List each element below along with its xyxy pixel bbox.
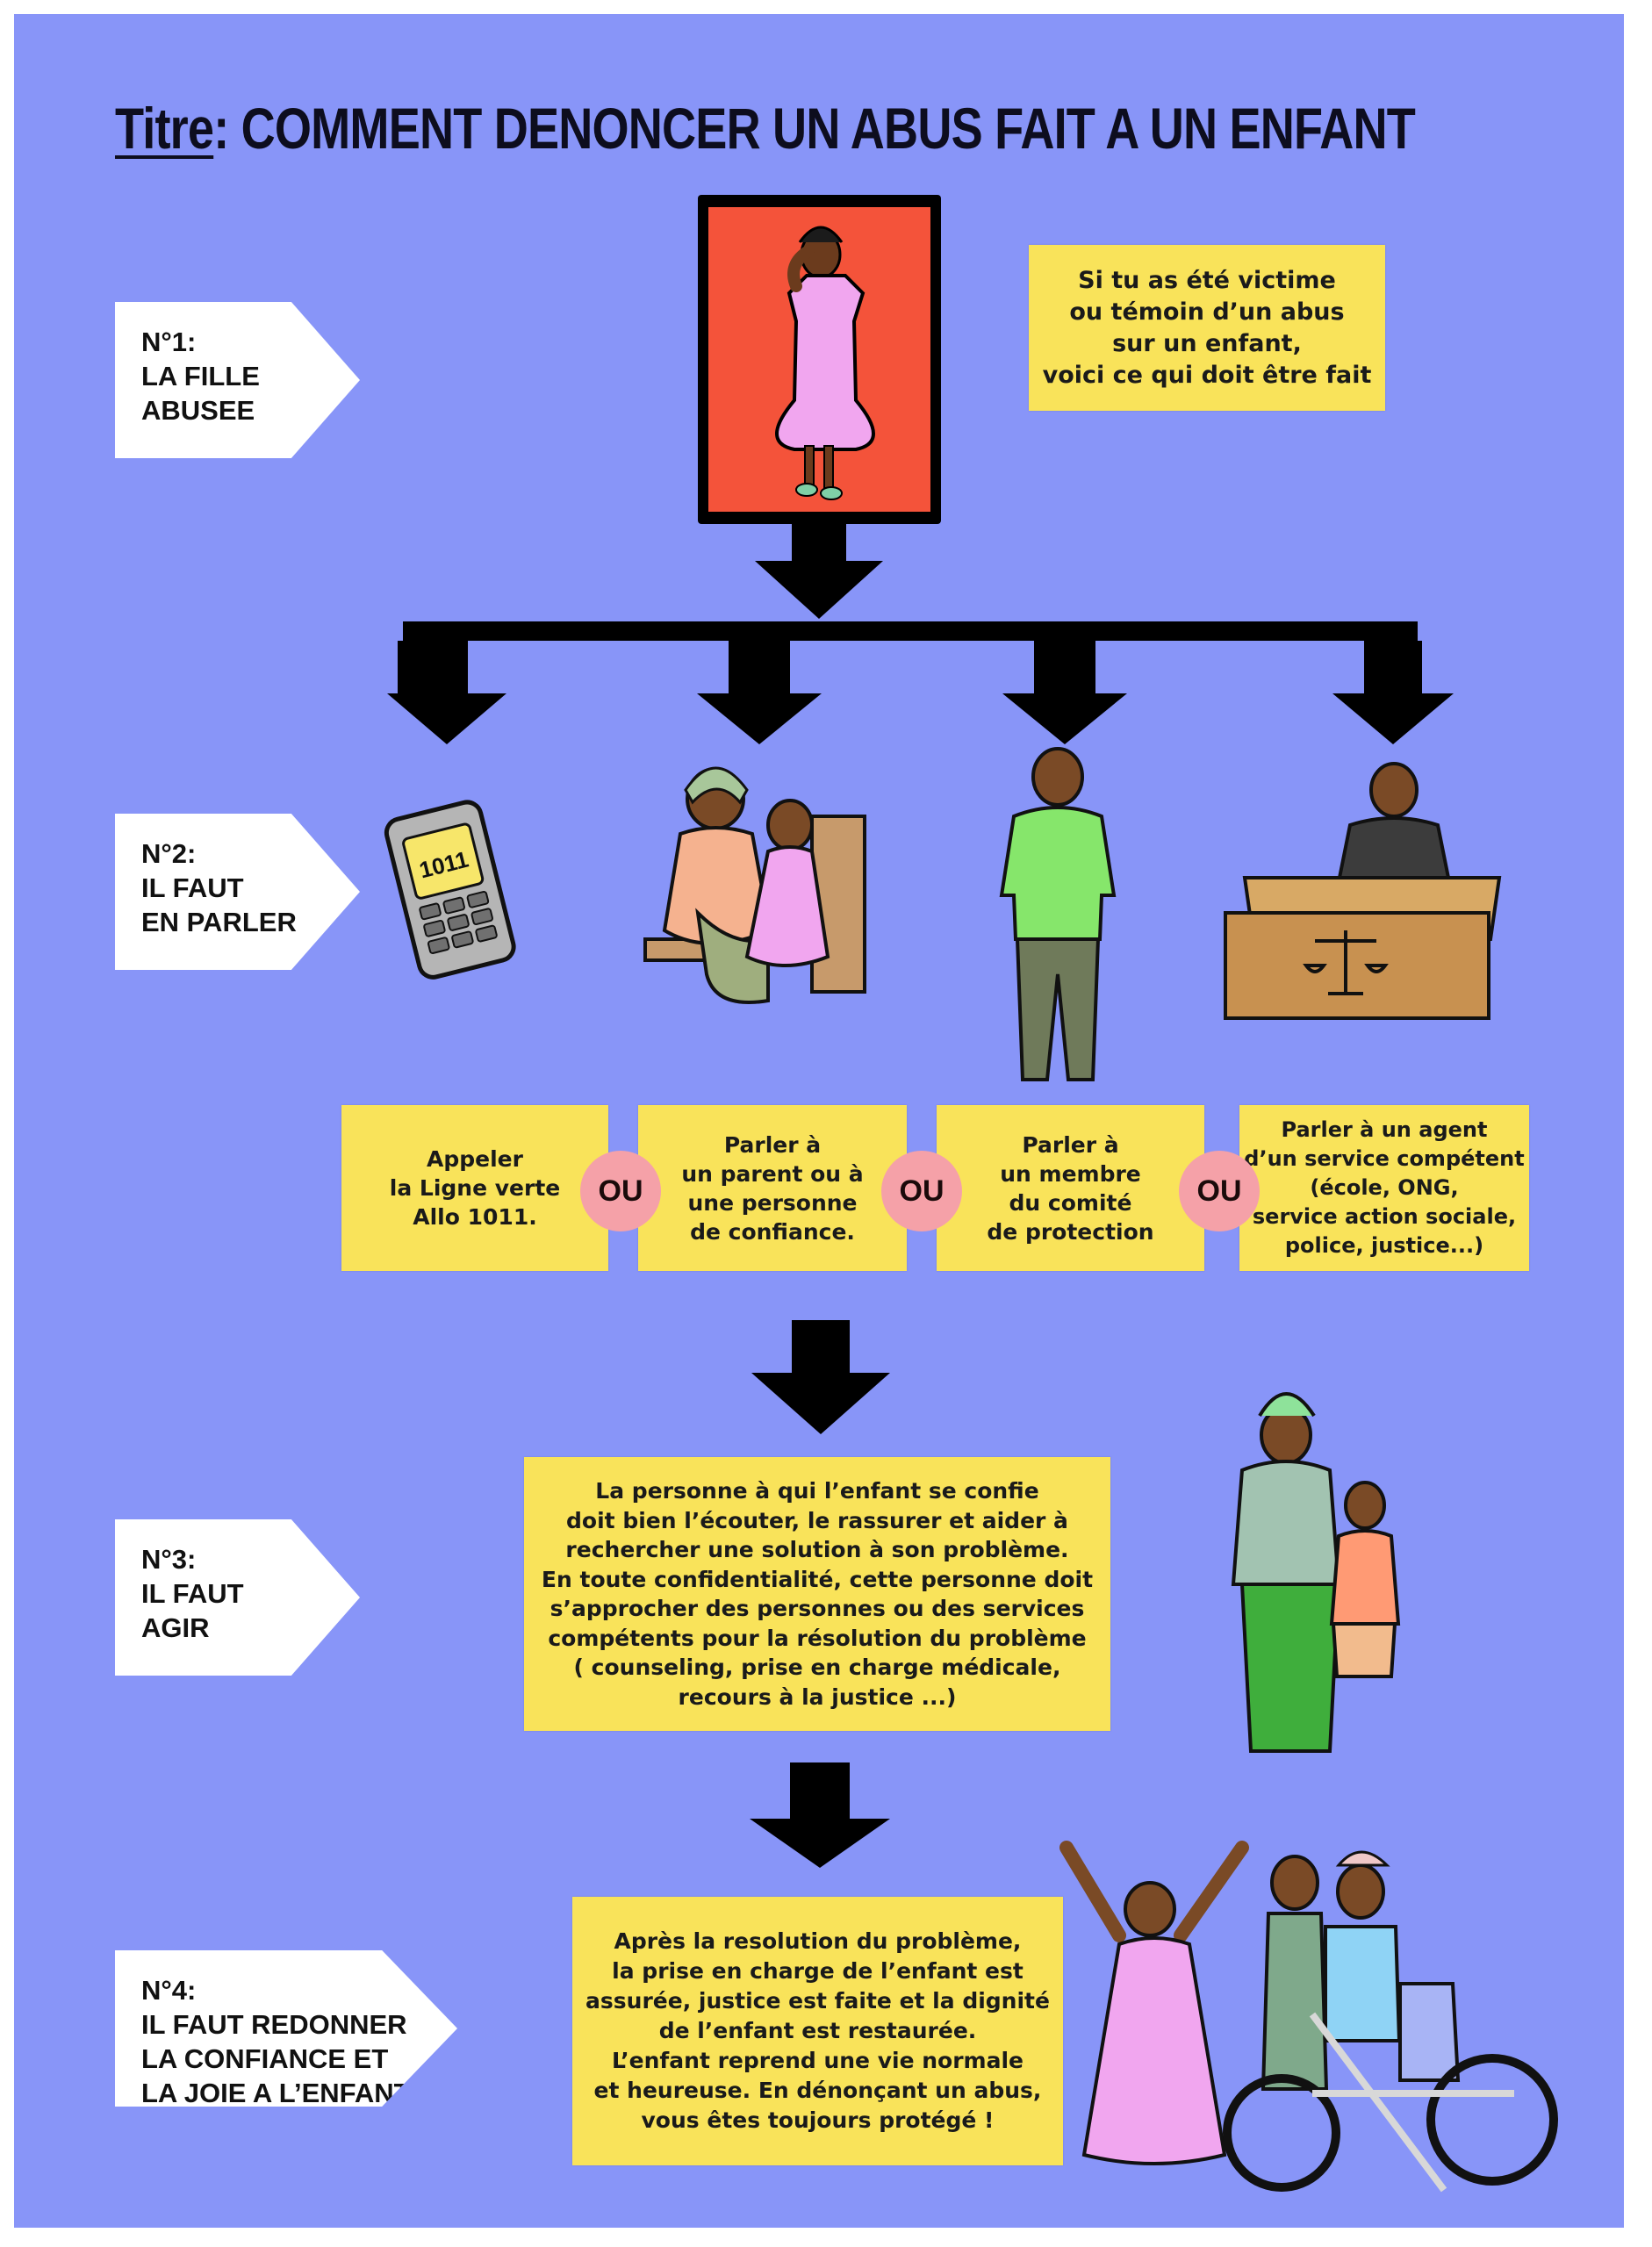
step-number: N°1: [141, 327, 197, 357]
court-official-illustration [1224, 762, 1502, 1020]
step-number: N°4: [141, 1975, 197, 2006]
down-arrow-icon [750, 1762, 890, 1868]
committee-member-illustration [999, 747, 1117, 1081]
parent-and-child-illustration [643, 766, 866, 1004]
step-title: IL FAUT AGIR [141, 1578, 244, 1643]
option-box-trusted-person: Parler à un parent ou à une personne de … [638, 1105, 907, 1271]
option-box-competent-service: Parler à un agent d’un service compétent… [1239, 1105, 1529, 1271]
victim-illustration-panel [698, 195, 941, 524]
branch-arrow-icon-4 [1332, 641, 1454, 744]
title-text: : COMMENT DENONCER UN ABUS FAIT A UN ENF… [213, 96, 1416, 161]
mother-and-son-illustration [1231, 1392, 1401, 1753]
crying-girl-illustration [775, 226, 875, 500]
page-title: Titre: COMMENT DENONCER UN ABUS FAIT A U… [115, 95, 1416, 162]
title-lead: Titre [115, 96, 214, 161]
branch-arrow-icon-3 [1002, 641, 1127, 744]
step-title: LA FILLE ABUSEE [141, 361, 260, 426]
or-badge: OU [1179, 1151, 1260, 1231]
down-arrow-icon [751, 1320, 890, 1434]
branch-connector [403, 621, 1418, 641]
step-title: IL FAUT REDONNER LA CONFIANCE ET LA JOIE… [141, 2009, 411, 2108]
option-box-protection-committee: Parler à un membre du comité de protecti… [937, 1105, 1204, 1271]
step-label-4: N°4: IL FAUT REDONNER LA CONFIANCE ET LA… [115, 1950, 457, 2107]
step-number: N°3: [141, 1544, 197, 1575]
step-title: IL FAUT EN PARLER [141, 872, 297, 937]
option-box-call-hotline: Appeler la Ligne verte Allo 1011. [341, 1105, 608, 1271]
mobile-phone-icon: 1011 [384, 800, 516, 980]
intro-note: Si tu as été victime ou témoin d’un abus… [1029, 245, 1385, 411]
or-badge: OU [580, 1151, 661, 1231]
branch-arrow-icon-2 [697, 641, 822, 744]
down-arrow-icon [755, 524, 883, 619]
step-number: N°2: [141, 838, 197, 869]
scales-of-justice-icon [1303, 930, 1389, 995]
outcome-description: Après la resolution du problème, la pris… [572, 1897, 1063, 2165]
happy-family-illustration [1059, 1841, 1558, 2193]
or-badge: OU [881, 1151, 962, 1231]
branch-arrow-icon-1 [387, 641, 506, 744]
action-description: La personne à qui l’enfant se confie doi… [524, 1457, 1110, 1731]
